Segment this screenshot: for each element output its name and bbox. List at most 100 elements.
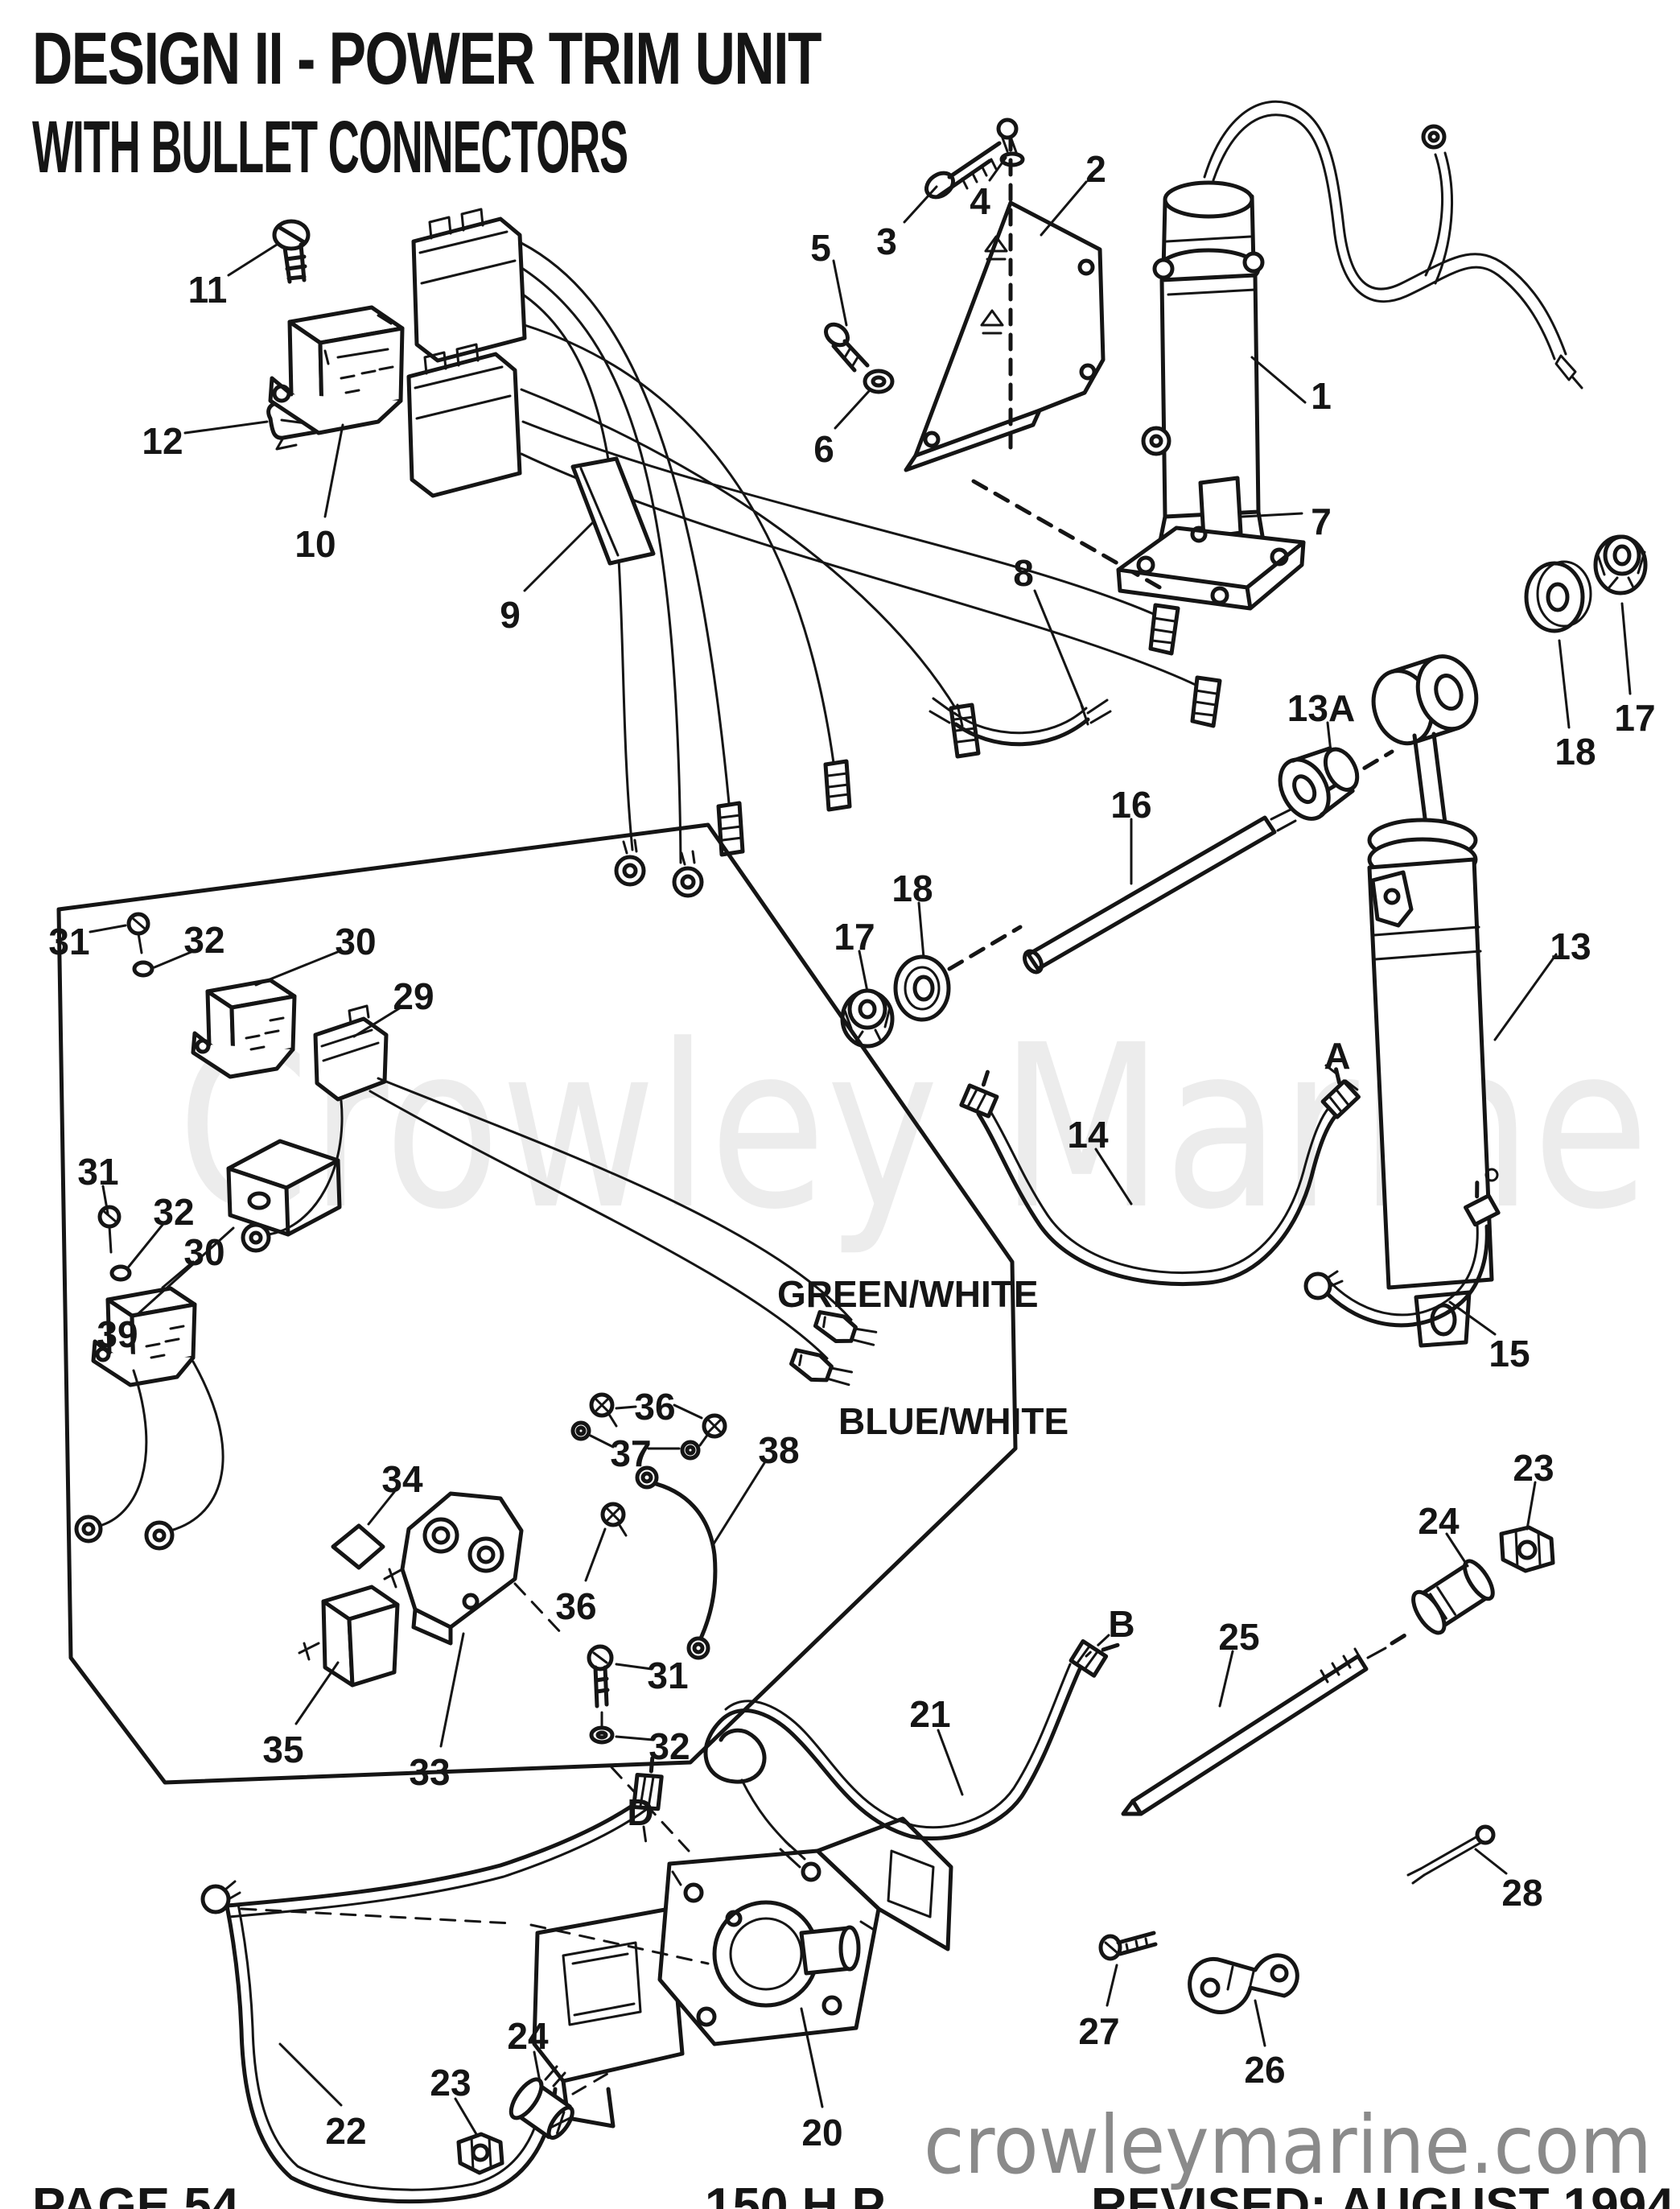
callout-16: 16: [1110, 784, 1151, 826]
screw-31-mid: [97, 1205, 121, 1254]
callout-leader-35: [294, 1661, 340, 1725]
ground-wire-8: [929, 697, 1112, 747]
callout-leader-31: [89, 924, 127, 933]
pump-assembly-1: [1116, 100, 1583, 611]
callout-31: 31: [77, 1151, 118, 1193]
nut-17-left: [840, 988, 895, 1049]
harness-connectors: [406, 208, 1222, 898]
callout-leader-32: [127, 1223, 164, 1268]
callout-d: D: [627, 1791, 653, 1833]
callout-21: 21: [909, 1693, 950, 1735]
hose-22: [200, 1756, 710, 2204]
hose-21: [703, 1638, 1120, 1869]
decal-7: [1198, 476, 1243, 540]
callout-green-white: GREEN/WHITE: [777, 1273, 1039, 1315]
callout-17: 17: [834, 916, 875, 958]
pad-34: [331, 1523, 385, 1570]
page-title-line2: WITH BULLET CONNECTORS: [32, 106, 628, 188]
lead-wire-38: [635, 1465, 718, 1660]
extra-leaders: [589, 1403, 703, 1449]
callout-31: 31: [48, 921, 89, 962]
callout-leader-6: [834, 389, 871, 430]
relay-10: [268, 305, 405, 435]
callout-13a: 13A: [1287, 687, 1355, 729]
callout-leader-36: [615, 1405, 637, 1410]
footer-engine: 150 H.P.: [705, 2178, 892, 2209]
callout-leader-11: [227, 243, 278, 277]
callout-37: 37: [610, 1432, 651, 1474]
callout-3: 3: [876, 220, 897, 262]
nut-23-upper: [1499, 1525, 1555, 1573]
callout-14: 14: [1067, 1114, 1109, 1156]
screw-31-upper: [126, 912, 150, 954]
nut-23-lower: [456, 2132, 504, 2175]
callout-leader-18: [917, 901, 925, 959]
callout-34: 34: [381, 1458, 423, 1500]
callout-layer: 1234567891011121313A14151617181718202122…: [48, 148, 1655, 2153]
solenoid-35: [298, 1585, 400, 1688]
callout-leader-D: [642, 1825, 649, 1851]
callout-22: 22: [325, 2110, 366, 2152]
callout-leader-27: [1106, 1964, 1118, 2007]
callout-15: 15: [1489, 1333, 1530, 1374]
callout-leader-30: [254, 950, 341, 987]
footer-page-number: PAGE 54: [32, 2178, 240, 2209]
anchor-bracket-26: [1188, 1953, 1299, 2014]
cotter-pin-28: [1406, 1824, 1496, 1885]
bracket-2: [904, 133, 1171, 595]
callout-leader-17: [1620, 602, 1632, 695]
callout-12: 12: [142, 420, 183, 462]
callout-leader-4: [988, 156, 1007, 182]
callout-23: 23: [1513, 1447, 1554, 1489]
spade-terminals: [789, 1310, 878, 1387]
callout-5: 5: [810, 227, 831, 269]
callout-leader-B: [1085, 1634, 1110, 1658]
callout-leader-14: [1094, 1148, 1133, 1205]
callout-36: 36: [634, 1386, 675, 1428]
bullet-connector: [1148, 603, 1180, 656]
tilt-rod-25: [1121, 1628, 1415, 1816]
clamp-tab: [1370, 870, 1414, 928]
callout-leader-8: [1033, 589, 1085, 710]
washer-32-lower: [589, 1725, 615, 1745]
callout-leader-28: [1474, 1848, 1508, 1875]
callout-24: 24: [507, 2015, 549, 2057]
watermark-website: crowleymarine.com: [924, 2098, 1652, 2192]
callout-30: 30: [335, 921, 376, 962]
nut-17-right: [1593, 534, 1648, 596]
callout-36: 36: [555, 1585, 596, 1627]
callout-4: 4: [970, 180, 990, 222]
callout-leader-26: [1254, 1999, 1266, 2047]
callout-24: 24: [1418, 1500, 1460, 1542]
callout-leader-5: [832, 259, 848, 327]
callout-39: 39: [97, 1313, 138, 1355]
fitting-D-end: [632, 1756, 664, 1811]
callout-leader-1: [1250, 356, 1307, 404]
callout-leader-31: [101, 1185, 109, 1215]
terminal-plate-33: [383, 1491, 524, 1646]
callout-leader-20: [800, 2007, 824, 2108]
callout-leader-12: [183, 420, 269, 435]
callout-leader-32: [153, 950, 195, 969]
callout-25: 25: [1218, 1616, 1259, 1658]
callout-leader-29: [352, 1006, 402, 1038]
callout-6: 6: [813, 428, 834, 470]
callout-11: 11: [188, 269, 228, 311]
callout-leader-23: [454, 2097, 478, 2136]
callout-18: 18: [891, 868, 933, 909]
ring-terminal: [672, 850, 704, 898]
bushing-13A: [1278, 746, 1360, 821]
callout-blue-white: BLUE/WHITE: [838, 1400, 1069, 1442]
callout-leader-10: [323, 423, 344, 518]
callout-a: A: [1324, 1035, 1350, 1077]
callout-leader-21: [937, 1729, 964, 1796]
callout-leader-31: [615, 1663, 653, 1671]
page-title-line1: DESIGN II - POWER TRIM UNIT: [32, 18, 821, 100]
callout-31: 31: [647, 1655, 688, 1696]
bullet-connector: [823, 759, 852, 812]
callout-38: 38: [758, 1429, 799, 1471]
relay-30-upper: [191, 978, 297, 1079]
callout-leader-13A: [1326, 721, 1332, 753]
